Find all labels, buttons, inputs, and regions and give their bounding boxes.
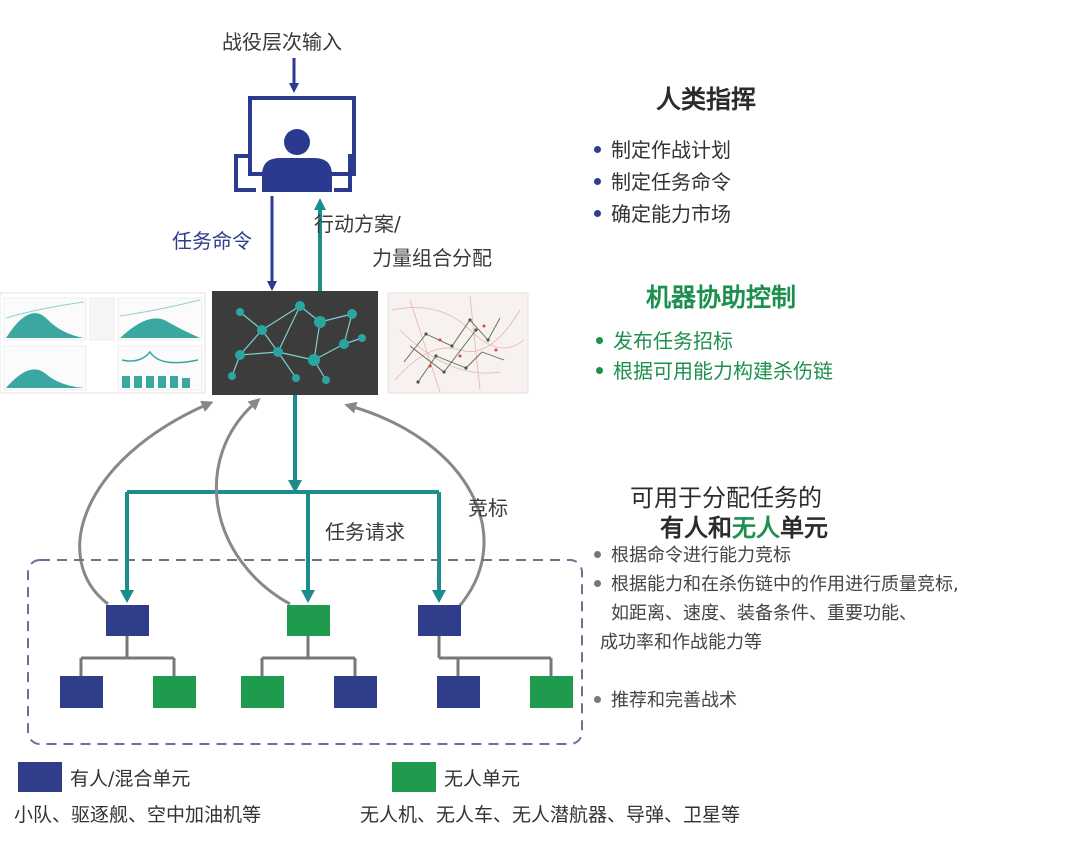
human-command-item: 确定能力市场 xyxy=(594,198,731,227)
action-plan-label: 行动方案/ xyxy=(314,212,401,236)
human-command-title: 人类指挥 xyxy=(656,85,757,114)
bullet-icon xyxy=(594,178,601,185)
task-request-arrowhead xyxy=(288,480,302,493)
campaign-input-label: 战役层次输入 xyxy=(222,30,342,54)
units-item: 根据命令进行能力竞标 xyxy=(594,541,791,567)
unmanned-legend-label: 无人单元 xyxy=(444,768,521,790)
unit-tree-lines xyxy=(79,636,553,676)
machine-control-title: 机器协助控制 xyxy=(646,283,797,312)
manned-unit-box xyxy=(418,605,461,636)
bid-arrows xyxy=(78,398,486,612)
manned-unit-box xyxy=(106,605,149,636)
task-request-label: 任务请求 xyxy=(325,520,405,544)
bullet-icon xyxy=(596,337,603,344)
task-order-label: 任务命令 xyxy=(172,229,252,253)
manned-unit-box xyxy=(437,676,480,708)
unmanned-unit-box xyxy=(153,676,196,708)
manned-legend-label: 有人/混合单元 xyxy=(70,768,191,790)
unmanned-unit-box xyxy=(530,676,573,708)
network-panel xyxy=(212,291,378,395)
units-item-continuation: 如距离、速度、装备条件、重要功能、 xyxy=(611,603,917,624)
scatter-map-thumbnail xyxy=(387,292,529,394)
manned-legend-examples: 小队、驱逐舰、空中加油机等 xyxy=(14,804,262,826)
units-item: 推荐和完善战术 xyxy=(594,686,737,712)
bullet-icon xyxy=(594,579,601,587)
bid-label: 竞标 xyxy=(468,496,508,520)
bullet-icon xyxy=(594,210,601,217)
units-title-line2: 有人和无人单元 xyxy=(660,514,828,542)
units-item-continuation: 成功率和作战能力等 xyxy=(600,632,762,653)
human-command-item: 制定任务命令 xyxy=(594,166,731,195)
unmanned-unit-box xyxy=(287,605,330,636)
manned-unit-box xyxy=(60,676,103,708)
commander-monitor-icon xyxy=(234,96,356,192)
units-item: 根据能力和在杀伤链中的作用进行质量竞标, xyxy=(594,570,959,596)
force-allocation-label: 力量组合分配 xyxy=(372,246,492,270)
bullet-icon xyxy=(596,367,603,374)
units-container xyxy=(27,559,583,745)
human-command-item: 制定作战计划 xyxy=(594,134,731,163)
dashboard-thumbnail xyxy=(0,292,206,394)
bullet-icon xyxy=(594,550,601,558)
machine-control-item: 发布任务招标 xyxy=(596,325,733,354)
task-request-lines xyxy=(125,395,441,592)
units-title-line1: 可用于分配任务的 xyxy=(630,484,822,512)
unmanned-unit-box xyxy=(241,676,284,708)
unmanned-legend-examples: 无人机、无人车、无人潜航器、导弹、卫星等 xyxy=(360,804,741,826)
bullet-icon xyxy=(594,695,601,703)
manned-legend-swatch xyxy=(18,762,62,792)
bullet-icon xyxy=(594,146,601,153)
unmanned-legend-swatch xyxy=(392,762,436,792)
manned-unit-box xyxy=(334,676,377,708)
machine-control-item: 根据可用能力构建杀伤链 xyxy=(596,355,833,384)
